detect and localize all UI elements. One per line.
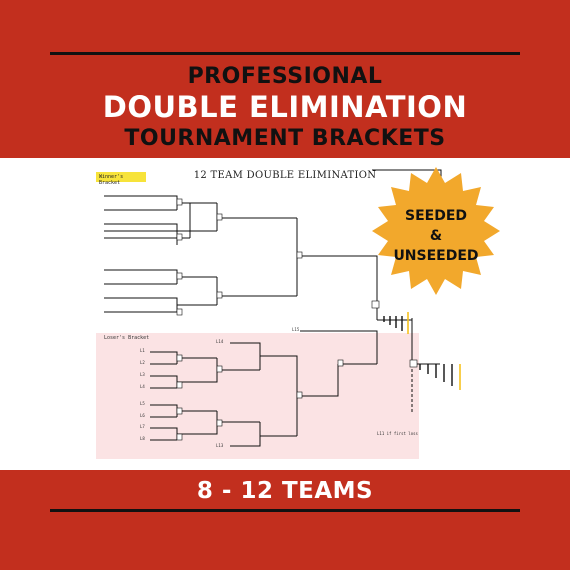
final-footnote: L11 if first loss <box>377 431 418 436</box>
round-label: L15 <box>292 327 300 332</box>
round-label: L3 <box>140 372 145 377</box>
headline-tournament-brackets: TOURNAMENT BRACKETS <box>124 126 446 151</box>
round-label: L1 <box>140 348 145 353</box>
badge-text: SEEDED & UNSEEDED <box>366 206 506 266</box>
headline-professional: PROFESSIONAL <box>187 64 383 89</box>
round-label: L5 <box>140 401 145 406</box>
seeded-badge <box>372 167 500 295</box>
losers-bracket-area <box>96 333 419 459</box>
top-banner <box>0 0 570 158</box>
round-label: L8 <box>140 436 145 441</box>
losers-bracket-label: Loser's Bracket <box>104 335 150 341</box>
badge-unseeded: UNSEEDED <box>393 248 479 264</box>
round-label: L14 <box>216 339 224 344</box>
round-label: L4 <box>140 384 145 389</box>
round-label: L6 <box>140 413 145 418</box>
top-rule <box>50 52 520 55</box>
bottom-rule <box>50 509 520 512</box>
bottom-banner <box>0 470 570 570</box>
round-label: L2 <box>140 360 145 365</box>
round-label: L13 <box>216 443 224 448</box>
badge-seeded: SEEDED <box>404 208 467 224</box>
headline-double-elimination: DOUBLE ELIMINATION <box>102 90 468 124</box>
winners-bracket-label: Winner's Bracket <box>96 172 146 186</box>
round-label: L7 <box>140 424 145 429</box>
bracket-title: 12 TEAM DOUBLE ELIMINATION <box>193 170 377 181</box>
teams-count: 8 - 12 TEAMS <box>196 478 374 504</box>
badge-ampersand: & <box>429 228 443 244</box>
